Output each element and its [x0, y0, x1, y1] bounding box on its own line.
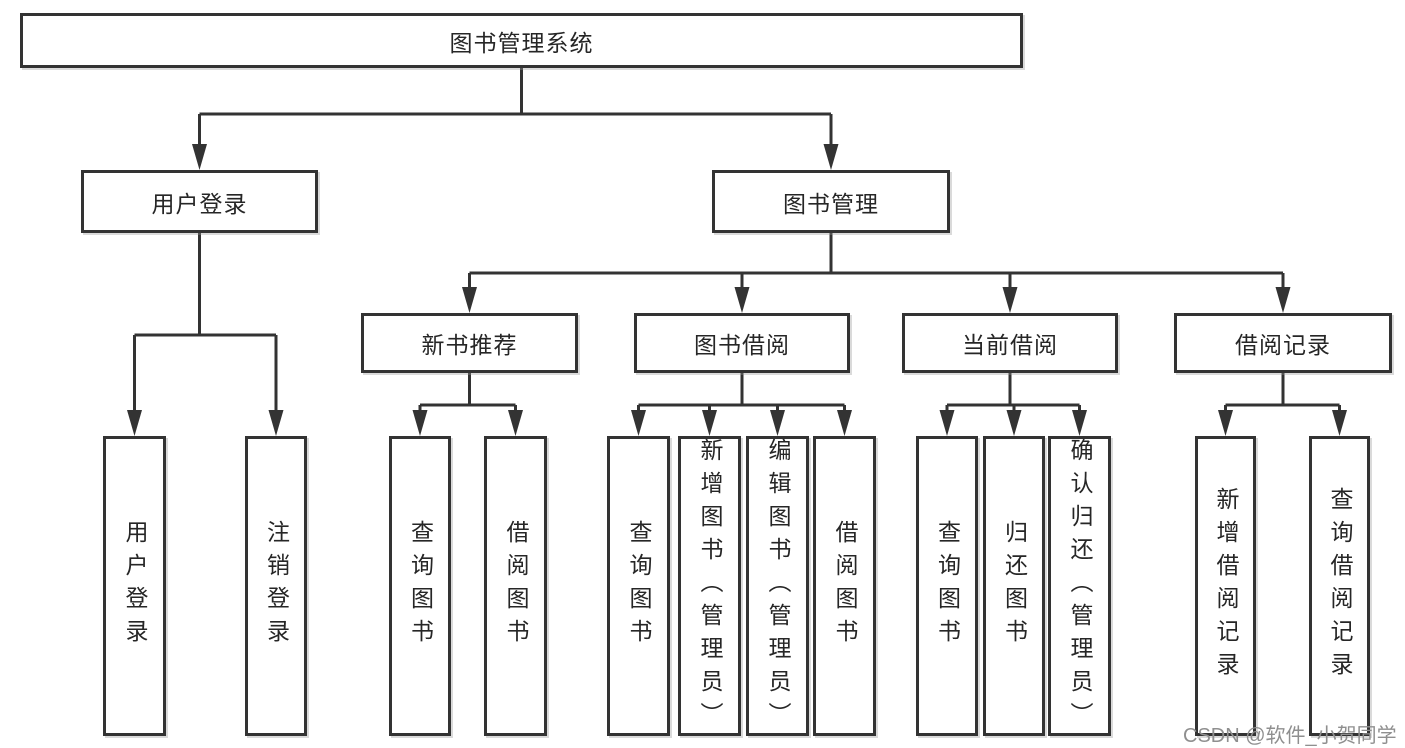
leaf-borrow-books-2: 借阅图书 — [813, 436, 876, 736]
leaf-label: 查询图书 — [407, 520, 434, 652]
node-label: 图书管理系统 — [449, 29, 594, 56]
leaf-query-borrow-record: 查询借阅记录 — [1309, 436, 1370, 736]
node-root-system: 图书管理系统 — [20, 13, 1023, 68]
node-label: 新书推荐 — [421, 332, 518, 358]
leaf-label: 确认归还（管理员） — [1067, 437, 1093, 735]
leaf-label: 注销登录 — [263, 520, 290, 652]
node-label: 借阅记录 — [1235, 332, 1331, 358]
leaf-label: 归还图书 — [1001, 520, 1028, 652]
leaf-edit-books-admin: 编辑图书（管理员） — [746, 436, 809, 736]
node-book-management: 图书管理 — [712, 170, 950, 233]
node-label: 图书管理 — [783, 190, 879, 217]
leaf-add-borrow-record: 新增借阅记录 — [1195, 436, 1256, 736]
csdn-watermark: CSDN @软件_小贺同学 — [1183, 725, 1397, 747]
node-book-borrow: 图书借阅 — [634, 313, 850, 373]
leaf-query-books-1: 查询图书 — [389, 436, 451, 736]
leaf-return-books: 归还图书 — [983, 436, 1045, 736]
leaf-label: 查询图书 — [626, 520, 652, 652]
node-current-borrow: 当前借阅 — [902, 313, 1118, 373]
leaf-label: 用户登录 — [122, 520, 148, 652]
leaf-query-books-2: 查询图书 — [607, 436, 670, 736]
leaf-borrow-books-1: 借阅图书 — [484, 436, 547, 736]
leaf-add-books-admin: 新增图书（管理员） — [678, 436, 741, 736]
node-user-login: 用户登录 — [81, 170, 318, 233]
leaf-confirm-return-admin: 确认归还（管理员） — [1048, 436, 1111, 736]
node-new-book-recommend: 新书推荐 — [361, 313, 578, 373]
leaf-label: 新增图书（管理员） — [697, 437, 723, 735]
node-label: 用户登录 — [151, 190, 248, 217]
leaf-query-books-3: 查询图书 — [916, 436, 978, 736]
node-label: 当前借阅 — [962, 332, 1058, 358]
leaf-label: 查询借阅记录 — [1327, 487, 1353, 685]
leaf-label: 编辑图书（管理员） — [765, 437, 791, 735]
leaf-label: 借阅图书 — [503, 520, 529, 652]
leaf-logout: 注销登录 — [245, 436, 307, 736]
leaf-user-login: 用户登录 — [103, 436, 166, 736]
node-label: 图书借阅 — [694, 332, 790, 358]
leaf-label: 借阅图书 — [832, 520, 858, 652]
leaf-label: 查询图书 — [934, 520, 961, 652]
leaf-label: 新增借阅记录 — [1213, 487, 1239, 685]
node-borrow-records: 借阅记录 — [1174, 313, 1392, 373]
